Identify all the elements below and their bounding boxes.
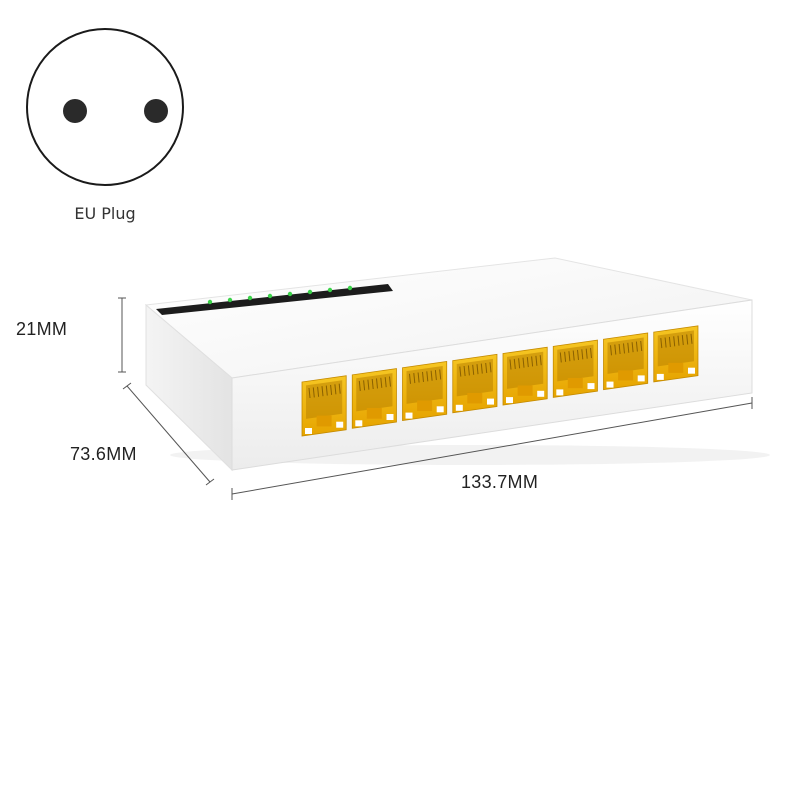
width-dimension-line bbox=[231, 402, 753, 495]
status-led bbox=[227, 297, 233, 303]
dimension-lines bbox=[118, 297, 753, 500]
ethernet-port bbox=[351, 368, 397, 429]
status-led bbox=[307, 289, 313, 295]
status-led bbox=[327, 287, 333, 293]
ethernet-port bbox=[301, 375, 347, 437]
port-group bbox=[301, 325, 699, 437]
ethernet-port bbox=[502, 346, 548, 406]
status-led bbox=[287, 291, 293, 297]
eu-plug-illustration: EU Plug bbox=[26, 28, 186, 228]
status-led bbox=[207, 299, 213, 305]
ethernet-port bbox=[603, 332, 649, 391]
status-led bbox=[267, 293, 273, 299]
led-strip bbox=[156, 284, 393, 315]
height-dimension-label: 21MM bbox=[16, 319, 68, 339]
status-led bbox=[247, 295, 253, 301]
plug-pin-right bbox=[144, 99, 168, 123]
plug-label: EU Plug bbox=[74, 204, 136, 223]
ethernet-port bbox=[402, 361, 448, 422]
eu-plug-icon bbox=[26, 28, 184, 186]
ethernet-port bbox=[653, 325, 699, 383]
plug-pin-left bbox=[63, 99, 87, 123]
width-dimension-label: 133.7MM bbox=[461, 472, 539, 492]
depth-dimension-line bbox=[126, 385, 211, 483]
depth-dimension-label: 73.6MM bbox=[70, 444, 137, 464]
ethernet-port bbox=[452, 353, 498, 414]
led-group bbox=[207, 285, 353, 305]
status-led bbox=[347, 285, 353, 291]
ethernet-port bbox=[552, 339, 598, 398]
